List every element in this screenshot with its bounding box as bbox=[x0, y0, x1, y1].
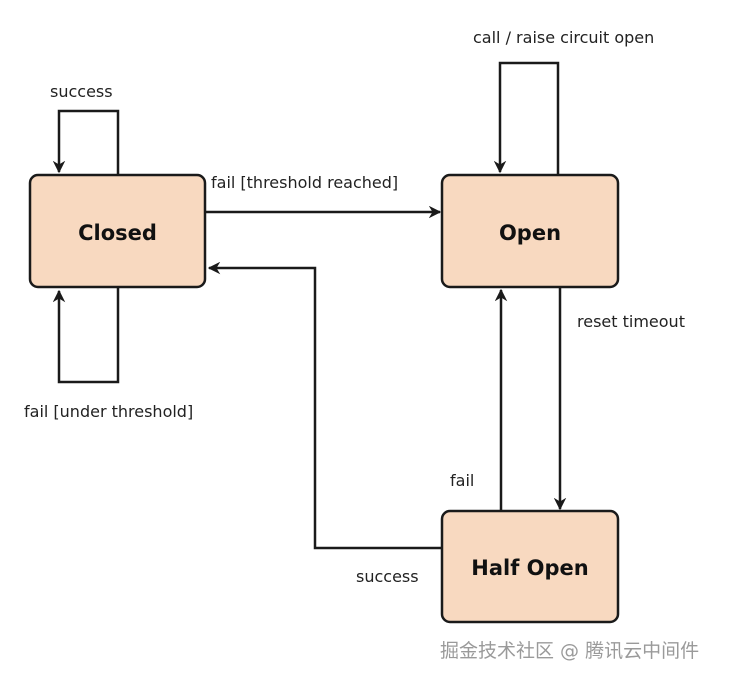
watermark: 掘金技术社区 @ 腾讯云中间件 bbox=[440, 640, 700, 662]
label-open-call: call / raise circuit open bbox=[473, 28, 654, 47]
state-half-open-label: Half Open bbox=[471, 556, 588, 580]
label-half-open-fail: fail bbox=[450, 471, 474, 490]
label-closed-success: success bbox=[50, 82, 113, 101]
edge-open-call-loop bbox=[493, 61, 560, 175]
label-half-open-success: success bbox=[356, 567, 419, 586]
state-open-label: Open bbox=[499, 221, 561, 245]
label-open-reset: reset timeout bbox=[577, 312, 685, 331]
label-closed-to-open: fail [threshold reached] bbox=[211, 173, 398, 192]
state-closed-label: Closed bbox=[78, 221, 157, 245]
edge-closed-fail-under-loop bbox=[52, 288, 120, 384]
state-closed: Closed bbox=[28, 173, 207, 289]
label-closed-fail-under: fail [under threshold] bbox=[24, 402, 193, 421]
state-open: Open bbox=[440, 173, 620, 289]
edge-closed-success-loop bbox=[52, 109, 120, 175]
edge-half-open-to-closed bbox=[207, 261, 442, 550]
state-half-open: Half Open bbox=[440, 509, 620, 624]
